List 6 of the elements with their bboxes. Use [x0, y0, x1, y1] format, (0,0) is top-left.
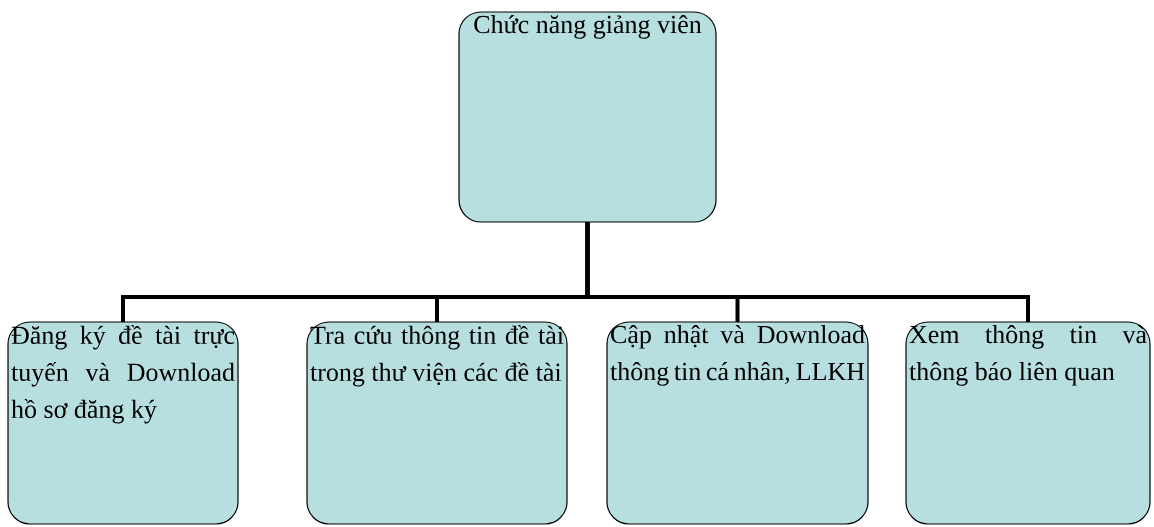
- function-box: Xem thông tin và thông báo liên quan: [905, 321, 1151, 525]
- function-box: Đăng ký đề tài trực tuyến và Download hồ sơ đăng ký: [7, 321, 239, 525]
- function-box: Cập nhật và Download thông tin cá nhân, LLKH: [606, 321, 869, 525]
- function-box: Tra cứu thông tin đề tài trong thư viện các đề tài: [306, 321, 568, 525]
- connector-line: [585, 222, 1030, 322]
- title-box: Chức năng giảng viên: [458, 11, 717, 223]
